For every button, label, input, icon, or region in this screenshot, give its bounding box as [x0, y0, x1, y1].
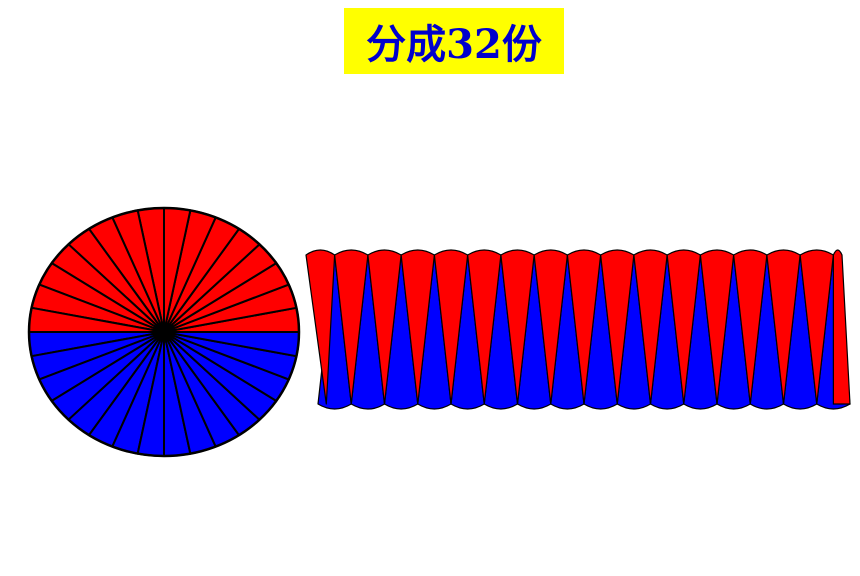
strip-wedge-red — [832, 249, 851, 405]
circle-outline — [27, 206, 301, 458]
divided-circle — [27, 206, 301, 458]
rearranged-strip — [305, 249, 851, 410]
page-title: 分成32份 — [344, 8, 564, 74]
